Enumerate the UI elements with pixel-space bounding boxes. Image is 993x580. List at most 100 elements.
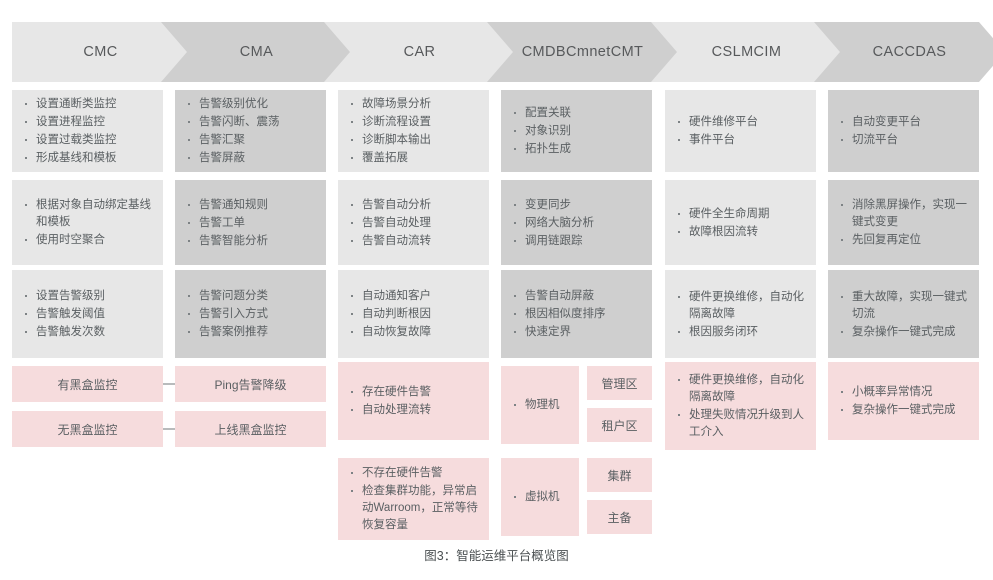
list-item-label: 设置通断类监控 xyxy=(36,98,117,110)
list-item-label: 告警屏蔽 xyxy=(199,152,245,164)
list-item-label: 根因相似度排序 xyxy=(525,308,606,320)
list-item: 硬件维修平台 xyxy=(675,114,808,131)
list-item-label: 自动判断根因 xyxy=(362,308,431,320)
card-cslm-3-list: 硬件更换维修，自动化隔离故障根因服务闭环 xyxy=(675,289,808,342)
phase-header-line: CMC xyxy=(83,44,118,60)
list-item-label: 物理机 xyxy=(525,399,560,411)
list-item-label: 消除黑屏操作，实现一键式变更 xyxy=(852,199,967,228)
list-item: 自动通知客户 xyxy=(348,288,481,305)
flow-target-box-1[interactable]: Ping告警降级 xyxy=(175,366,326,402)
list-item: 拓扑生成 xyxy=(511,141,644,158)
list-item: 告警触发阈值 xyxy=(22,306,155,323)
card-cslm-2[interactable]: 硬件全生命周期故障根因流转 xyxy=(665,180,816,265)
card-cac-3[interactable]: 重大故障，实现一键式切流复杂操作一键式完成 xyxy=(828,270,979,358)
phase-header-line: CMDB xyxy=(521,44,566,60)
list-item-label: 硬件维修平台 xyxy=(689,116,758,128)
machine-zone-2-1[interactable]: 集群 xyxy=(587,458,652,492)
pink-card-cac[interactable]: 小概率异常情况复杂操作一键式完成 xyxy=(828,362,979,440)
list-item: 告警屏蔽 xyxy=(185,150,318,167)
list-item-label: 自动通知客户 xyxy=(362,290,431,302)
list-item-label: 对象识别 xyxy=(525,125,571,137)
phase-header-car[interactable]: CAR xyxy=(324,22,515,82)
card-cac-2-list: 消除黑屏操作，实现一键式变更先回复再定位 xyxy=(838,197,971,250)
list-item: 重大故障，实现一键式切流 xyxy=(838,289,971,323)
list-item: 虚拟机 xyxy=(511,489,571,506)
card-cmc-2[interactable]: 根据对象自动绑定基线和模板使用时空聚合 xyxy=(12,180,163,265)
pink-card-cslm-list: 硬件更换维修，自动化隔离故障处理失败情况升级到人工介入 xyxy=(675,372,808,442)
list-item: 快速定界 xyxy=(511,324,644,341)
flow-target-box-2[interactable]: 上线黑盒监控 xyxy=(175,411,326,447)
list-item: 诊断流程设置 xyxy=(348,114,481,131)
card-cac-1[interactable]: 自动变更平台切流平台 xyxy=(828,90,979,172)
list-item-label: 硬件全生命周期 xyxy=(689,207,770,220)
list-item-label: 复杂操作一键式完成 xyxy=(852,325,956,338)
card-cmdb-1[interactable]: 配置关联对象识别拓扑生成 xyxy=(501,90,652,172)
card-cmdb-3[interactable]: 告警自动屏蔽根因相似度排序快速定界 xyxy=(501,270,652,358)
flow-source-box-1[interactable]: 有黑盒监控 xyxy=(12,366,163,402)
list-item: 设置告警级别 xyxy=(22,288,155,305)
list-item-label: 复杂操作一键式完成 xyxy=(852,404,956,416)
pink-card-cslm[interactable]: 硬件更换维修，自动化隔离故障处理失败情况升级到人工介入 xyxy=(665,362,816,450)
list-item: 网络大脑分析 xyxy=(511,215,644,232)
list-item-label: 告警自动流转 xyxy=(362,234,431,247)
list-item-label: 告警自动屏蔽 xyxy=(525,290,594,302)
card-cmc-1-list: 设置通断类监控设置进程监控设置过载类监控形成基线和模板 xyxy=(22,96,155,168)
phase-header-cmc[interactable]: CMC xyxy=(12,22,189,82)
list-item: 告警通知规则 xyxy=(185,197,318,214)
flow-source-box-2[interactable]: 无黑盒监控 xyxy=(12,411,163,447)
list-item-label: 告警自动分析 xyxy=(362,198,431,211)
list-item: 告警级别优化 xyxy=(185,96,318,113)
card-car-1[interactable]: 故障场景分析诊断流程设置诊断脚本输出覆盖拓展 xyxy=(338,90,489,172)
pink-card-car-1[interactable]: 存在硬件告警自动处理流转 xyxy=(338,362,489,440)
list-item-label: 告警智能分析 xyxy=(199,234,268,247)
card-car-3[interactable]: 自动通知客户自动判断根因自动恢复故障 xyxy=(338,270,489,358)
card-cma-1[interactable]: 告警级别优化告警闪断、震荡告警汇聚告警屏蔽 xyxy=(175,90,326,172)
card-cmc-3[interactable]: 设置告警级别告警触发阈值告警触发次数 xyxy=(12,270,163,358)
machine-zone-1-1[interactable]: 管理区 xyxy=(587,366,652,400)
card-cslm-1[interactable]: 硬件维修平台事件平台 xyxy=(665,90,816,172)
machine-group-1[interactable]: 物理机 xyxy=(501,366,579,444)
card-cmc-1[interactable]: 设置通断类监控设置进程监控设置过载类监控形成基线和模板 xyxy=(12,90,163,172)
list-item: 自动处理流转 xyxy=(348,402,481,419)
phase-header-line: CMA xyxy=(239,44,274,60)
card-cma-2[interactable]: 告警通知规则告警工单告警智能分析 xyxy=(175,180,326,265)
list-item-label: 告警自动处理 xyxy=(362,216,431,229)
card-car-2-list: 告警自动分析告警自动处理告警自动流转 xyxy=(348,197,481,251)
list-item-label: 快速定界 xyxy=(525,326,571,338)
card-cac-2[interactable]: 消除黑屏操作，实现一键式变更先回复再定位 xyxy=(828,180,979,265)
card-cslm-1-list: 硬件维修平台事件平台 xyxy=(675,114,808,150)
card-cma-3[interactable]: 告警问题分类告警引入方式告警案例推荐 xyxy=(175,270,326,358)
pink-card-cac-list: 小概率异常情况复杂操作一键式完成 xyxy=(838,384,971,420)
card-cmc-2-list: 根据对象自动绑定基线和模板使用时空聚合 xyxy=(22,197,155,250)
machine-zone-1-2[interactable]: 租户区 xyxy=(587,408,652,442)
phase-header-line: CMT xyxy=(610,44,644,60)
pink-card-car-2[interactable]: 不存在硬件告警检查集群功能，异常启动Warroom，正常等待恢复容量 xyxy=(338,458,489,540)
card-cmc-3-list: 设置告警级别告警触发阈值告警触发次数 xyxy=(22,288,155,342)
card-cmdb-1-list: 配置关联对象识别拓扑生成 xyxy=(511,105,644,159)
list-item-label: 告警闪断、震荡 xyxy=(199,116,280,128)
card-cmdb-2[interactable]: 变更同步网络大脑分析调用链跟踪 xyxy=(501,180,652,265)
list-item: 检查集群功能，异常启动Warroom，正常等待恢复容量 xyxy=(348,483,481,534)
list-item-label: 使用时空聚合 xyxy=(36,234,105,246)
list-item-label: 处理失败情况升级到人工介入 xyxy=(689,409,804,438)
list-item-label: 不存在硬件告警 xyxy=(362,467,443,479)
list-item-label: 告警案例推荐 xyxy=(199,326,268,338)
machine-group-2[interactable]: 虚拟机 xyxy=(501,458,579,536)
card-cac-1-list: 自动变更平台切流平台 xyxy=(838,114,971,150)
machine-zone-2-2[interactable]: 主备 xyxy=(587,500,652,534)
list-item: 自动变更平台 xyxy=(838,114,971,131)
pink-card-car-1-list: 存在硬件告警自动处理流转 xyxy=(348,384,481,420)
list-item: 根因相似度排序 xyxy=(511,306,644,323)
list-item-label: 存在硬件告警 xyxy=(362,386,431,398)
list-item-label: 变更同步 xyxy=(525,198,571,211)
list-item: 故障根因流转 xyxy=(675,224,808,241)
phase-header-cma[interactable]: CMA xyxy=(161,22,352,82)
card-cslm-3[interactable]: 硬件更换维修，自动化隔离故障根因服务闭环 xyxy=(665,270,816,358)
list-item-label: 自动变更平台 xyxy=(852,116,921,128)
list-item-label: 形成基线和模板 xyxy=(36,152,117,164)
card-car-2[interactable]: 告警自动分析告警自动处理告警自动流转 xyxy=(338,180,489,265)
list-item: 自动判断根因 xyxy=(348,306,481,323)
